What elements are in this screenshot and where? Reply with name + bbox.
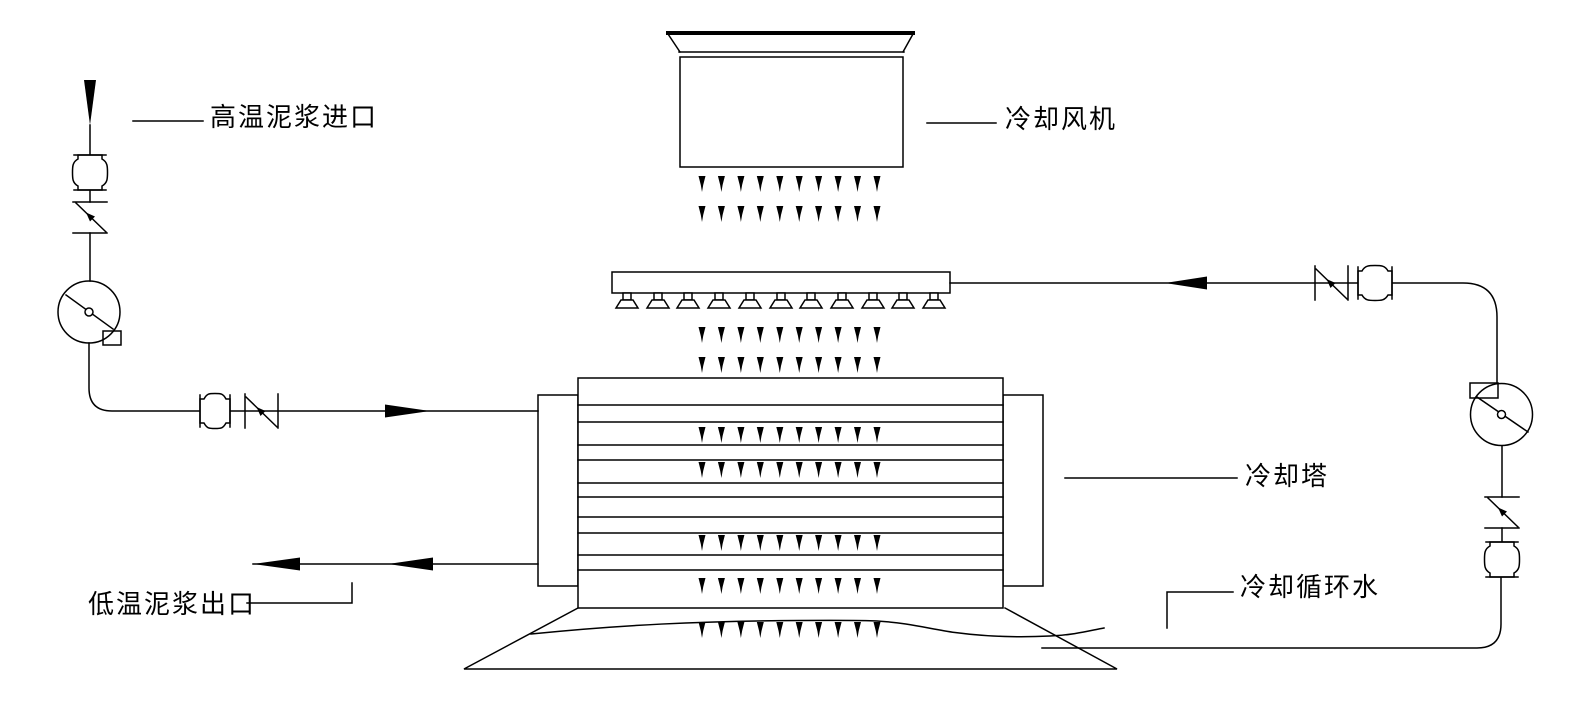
tower-shell	[577, 377, 1004, 609]
slurry-outlet-label: 低温泥浆出口	[88, 589, 257, 619]
inlet-run-to-tower	[88, 342, 539, 412]
circulating-water-leader	[1166, 591, 1234, 629]
spray-nozzles	[614, 292, 947, 309]
supply-run	[949, 282, 1498, 384]
inlet-check-valve-vertical	[72, 201, 108, 234]
cooling-tower	[537, 377, 1044, 609]
fan-box	[679, 56, 904, 168]
water-basin	[463, 606, 1118, 670]
tower-left-header-box	[537, 394, 579, 587]
fan-lid-left-slant	[666, 32, 682, 54]
flow-left-arrow-2	[388, 557, 433, 571]
spray-header-pipe-body	[611, 271, 951, 294]
slurry-outlet-line	[252, 557, 539, 571]
flow-left-arrow-1	[253, 557, 300, 571]
return-run-to-basin	[1041, 576, 1502, 649]
fan-label: 冷却风机	[1005, 104, 1118, 134]
spray-fall-arrows	[698, 327, 881, 373]
flow-down-arrow	[84, 80, 96, 125]
circulating-water-return-line	[1041, 445, 1503, 649]
water-surface-wave	[530, 619, 1105, 638]
basin-outline	[463, 606, 1118, 670]
tower-spray-arrows	[698, 427, 881, 594]
inlet-flex-joint-vertical	[71, 154, 109, 191]
slurry-inlet-line	[84, 80, 539, 418]
return-flex-joint	[1483, 541, 1521, 578]
tower-label: 冷却塔	[1245, 461, 1330, 491]
slurry-feed-pump	[57, 280, 122, 346]
circulating-water-supply-line	[949, 276, 1498, 384]
slurry-inlet-label: 高温泥浆进口	[210, 102, 379, 132]
slurry-outlet-leader	[246, 582, 353, 604]
spray-header	[611, 271, 951, 309]
circulating-water-pump	[1469, 382, 1534, 447]
fan-lid-right-slant	[901, 32, 915, 54]
inlet-flex-joint-horizontal	[199, 392, 231, 430]
fan-air-arrows	[698, 176, 881, 222]
cooling-fan	[666, 31, 915, 168]
flow-left-arrow-3	[1165, 276, 1207, 290]
label-leader-lines	[132, 120, 1238, 629]
flow-right-arrow	[385, 404, 430, 418]
circulating-water-label: 冷却循环水	[1240, 572, 1381, 602]
basin-spray-arrows	[698, 622, 881, 638]
inlet-check-valve-horizontal	[244, 393, 279, 429]
tower-tube-lines	[577, 404, 1004, 571]
supply-check-valve	[1314, 265, 1349, 301]
supply-flex-joint	[1357, 264, 1393, 302]
tower-right-header-box	[1002, 394, 1044, 587]
return-check-valve	[1484, 496, 1520, 529]
